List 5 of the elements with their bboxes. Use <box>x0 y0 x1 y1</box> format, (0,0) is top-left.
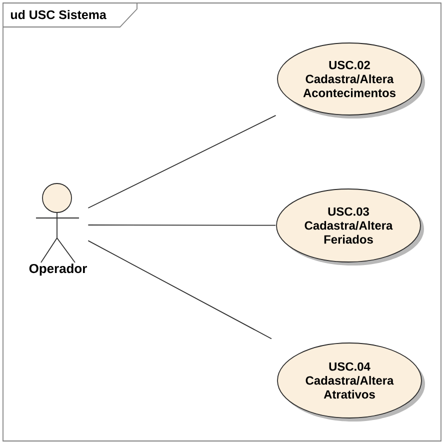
association-line <box>88 114 276 208</box>
actor-label: Operador <box>29 264 87 276</box>
frame-title-tab: ud USC Sistema <box>2 2 138 28</box>
association-line <box>88 240 272 340</box>
association-line <box>88 224 276 226</box>
